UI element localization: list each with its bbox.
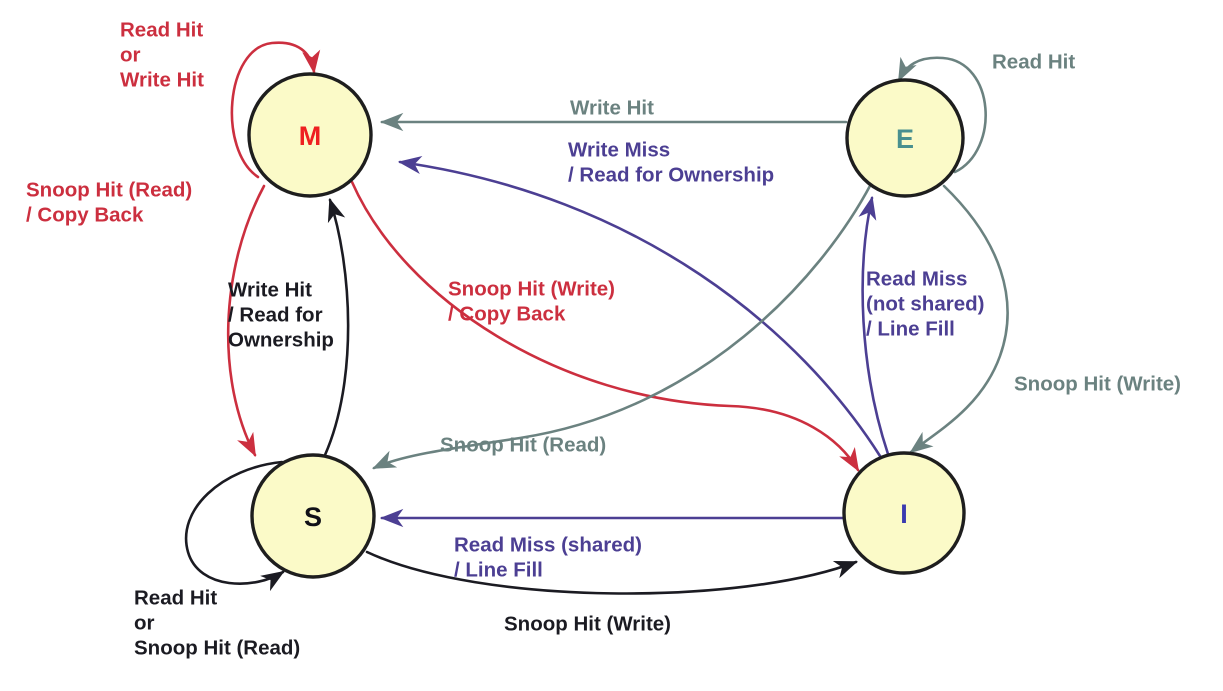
edge-m-self[interactable]	[230, 41, 321, 179]
node-s-circle[interactable]	[250, 453, 376, 579]
edge-label-e-to-s: Snoop Hit (Read)	[440, 433, 606, 456]
node-e[interactable]: E	[845, 78, 965, 198]
edge-label-i-to-m: Write Miss/ Read for Ownership	[568, 138, 774, 186]
edge-label-m-to-i: Snoop Hit (Write)/ Copy Back	[448, 277, 615, 325]
edge-s-to-i[interactable]	[365, 550, 858, 595]
edge-label-e-to-m: Write Hit	[570, 96, 654, 119]
edge-e-self[interactable]	[897, 56, 987, 174]
node-i-circle[interactable]	[842, 451, 966, 575]
node-m[interactable]: M	[247, 72, 373, 198]
node-m-circle[interactable]	[247, 72, 373, 198]
edge-s-self[interactable]	[184, 460, 285, 592]
edge-i-to-m[interactable]	[397, 155, 882, 458]
edge-label-m-to-s-red: Snoop Hit (Read)/ Copy Back	[26, 178, 192, 226]
edge-label-e-to-i: Snoop Hit (Write)	[1014, 372, 1181, 395]
node-i-label: I	[900, 499, 908, 529]
edge-label-e-self: Read Hit	[992, 50, 1075, 73]
edge-s-to-m[interactable]	[323, 198, 350, 457]
edge-label-i-to-s: Read Miss (shared)/ Line Fill	[454, 533, 642, 581]
edge-m-to-i[interactable]	[350, 180, 860, 472]
node-e-circle[interactable]	[845, 78, 965, 198]
edge-e-to-s[interactable]	[372, 182, 873, 470]
node-m-label: M	[299, 121, 322, 151]
node-e-label: E	[896, 124, 914, 154]
node-i[interactable]: I	[842, 451, 966, 575]
node-s[interactable]: S	[250, 453, 376, 579]
node-s-label: S	[304, 502, 322, 532]
edge-m-to-s-red[interactable]	[226, 184, 266, 457]
edge-e-to-i[interactable]	[909, 184, 1009, 454]
edge-label-i-to-e: Read Miss(not shared)/ Line Fill	[866, 267, 984, 340]
edge-label-s-to-i: Snoop Hit (Write)	[504, 612, 671, 635]
edge-i-to-e[interactable]	[858, 195, 890, 456]
nodes-layer: M E S I	[247, 72, 966, 579]
edges-layer	[184, 41, 1009, 595]
